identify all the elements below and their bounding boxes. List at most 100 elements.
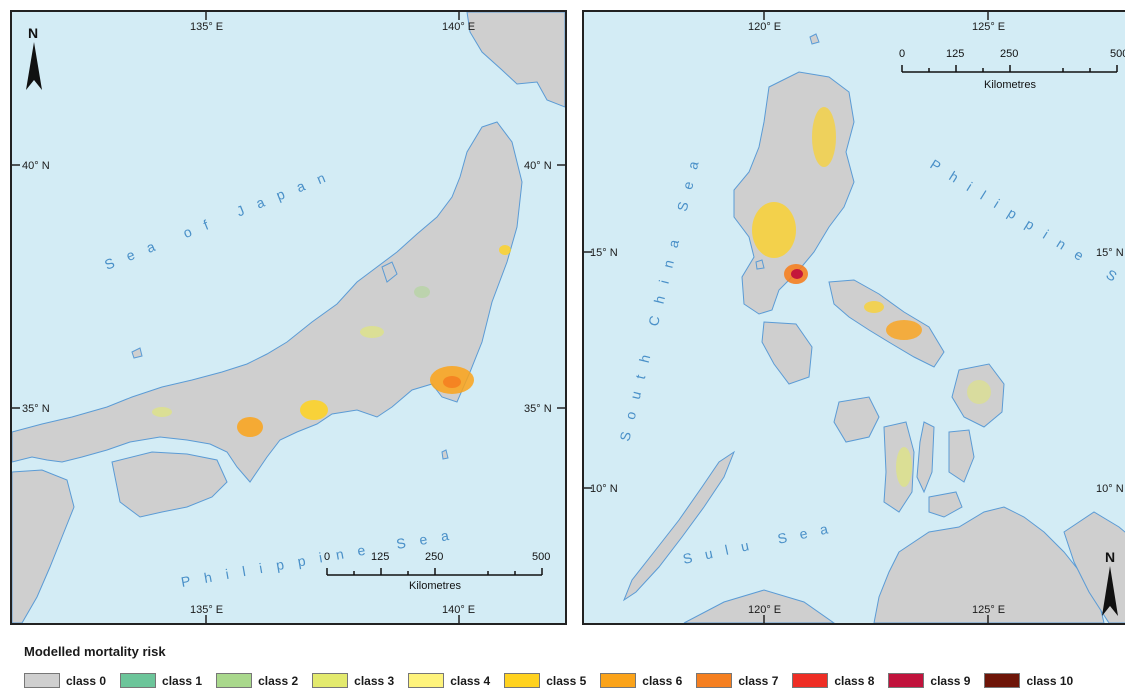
panay-land (833, 396, 880, 443)
hotspot-north-luzon (812, 107, 836, 167)
phil-north-arrow: N (1102, 549, 1118, 616)
hotspot-tokyo-core (443, 376, 461, 388)
phil-lat-label-right-2: 10° N (1096, 483, 1124, 495)
phil-scale-tick-125: 125 (946, 48, 964, 60)
legend-item-class-9: class 9 (888, 673, 970, 688)
phil-scale-tick-500: 500 (1110, 48, 1125, 60)
mindanao-land (873, 506, 1105, 623)
japan-lon-label-bottom-1: 135° E (190, 604, 223, 616)
philippines-graticule-ticks (584, 12, 989, 623)
legend-item-class-0: class 0 (24, 673, 106, 688)
small-island-1 (755, 259, 765, 270)
legend-item-class-10: class 10 (984, 673, 1073, 688)
legend-swatch (312, 673, 349, 688)
batanes-island (809, 33, 820, 45)
hokkaido-land (466, 12, 565, 108)
phil-scale-tick-0: 0 (899, 48, 905, 60)
cebu-land (916, 421, 935, 494)
legend-label: class 8 (834, 673, 875, 688)
hotspot-nagoya (300, 400, 328, 420)
hotspot-osaka (237, 417, 263, 437)
map-panel-japan: 135° E 140° E 135° E 140° E 40° N 40° N … (10, 10, 567, 625)
map-panel-philippines: 120° E 125° E 120° E 125° E 15° N 15° N … (582, 10, 1125, 625)
hotspot-samar (967, 380, 991, 404)
philippines-risk-hotspots (752, 107, 991, 487)
legend-swatch (504, 673, 541, 688)
hotspot-bicol (886, 320, 922, 340)
japan-lon-label-bottom-2: 140° E (442, 604, 475, 616)
legend-label: class 3 (354, 673, 395, 688)
japan-landmass (12, 12, 565, 623)
phil-lon-label-bottom-1: 120° E (748, 604, 781, 616)
phil-scale-bar: 0 125 250 500 Kilometres (899, 48, 1125, 91)
legend-item-class-5: class 5 (504, 673, 586, 688)
legend-item-class-7: class 7 (696, 673, 778, 688)
izu-island (441, 449, 449, 460)
legend-label: class 5 (546, 673, 587, 688)
north-arrow-icon (26, 42, 42, 90)
shikoku-land (111, 451, 228, 518)
sea-label-philippine-sea-right: Philippine Sea (927, 156, 1125, 313)
scale-tick-250: 250 (425, 551, 443, 563)
hotspot-misc-1 (360, 326, 384, 338)
legend-label: class 0 (66, 673, 107, 688)
japan-lat-label-left-1: 40° N (22, 160, 50, 172)
legend-item-class-2: class 2 (216, 673, 298, 688)
phil-lon-label-top-1: 120° E (748, 21, 781, 33)
legend-swatch (600, 673, 637, 688)
phil-lon-label-bottom-2: 125° E (972, 604, 1005, 616)
palawan-land (622, 450, 736, 602)
japan-scale-bar: 0 125 250 500 Kilometres (324, 551, 550, 592)
phil-lat-label-right-1: 15° N (1096, 247, 1124, 259)
phil-lon-label-top-2: 125° E (972, 21, 1005, 33)
hotspot-sendai (499, 245, 511, 255)
scale-tick-500: 500 (532, 551, 550, 563)
legend-swatch (24, 673, 60, 688)
japan-risk-hotspots (152, 245, 511, 437)
phil-north-letter: N (1105, 549, 1115, 565)
legend-label: class 7 (738, 673, 779, 688)
sado-island (381, 261, 398, 283)
phil-lat-label-left-1: 15° N (590, 247, 618, 259)
legend-item-class-8: class 8 (792, 673, 874, 688)
bicol-land (828, 279, 945, 368)
hotspot-central-luzon (752, 202, 796, 258)
phil-scale-unit: Kilometres (984, 79, 1036, 91)
north-arrow-icon (1102, 566, 1118, 616)
legend-label: class 6 (642, 673, 683, 688)
legend-swatch (984, 673, 1021, 688)
legend-item-class-6: class 6 (600, 673, 682, 688)
legend-swatch (888, 673, 925, 688)
legend-item-class-4: class 4 (408, 673, 490, 688)
japan-lat-label-right-1: 40° N (524, 160, 552, 172)
legend-item-class-1: class 1 (120, 673, 202, 688)
honshu-land (12, 121, 523, 483)
japan-north-arrow: N (26, 25, 42, 90)
hotspot-misc-3 (414, 286, 430, 298)
legend-label: class 4 (450, 673, 491, 688)
legend-swatch (792, 673, 829, 688)
japan-north-letter: N (28, 25, 38, 41)
hotspot-bicol-2 (864, 301, 884, 313)
scale-tick-125: 125 (371, 551, 389, 563)
bohol-land (928, 491, 963, 518)
phil-scale-tick-250: 250 (1000, 48, 1018, 60)
legend-swatch (696, 673, 733, 688)
legend-swatch (120, 673, 157, 688)
sea-label-sea-of-japan: Sea of Japan (102, 164, 340, 273)
hotspot-manila-core (791, 269, 803, 279)
hotspot-misc-2 (152, 407, 172, 417)
legend-label: class 10 (1026, 673, 1074, 688)
scale-tick-0: 0 (324, 551, 330, 563)
legend-title: Modelled mortality risk (24, 644, 166, 659)
philippines-landmass (622, 33, 1125, 623)
legend-label: class 2 (258, 673, 299, 688)
hotspot-visayas (896, 447, 912, 487)
legend-swatch (408, 673, 445, 688)
phil-lat-label-left-2: 10° N (590, 483, 618, 495)
japan-graticule-ticks (12, 12, 565, 623)
legend-swatch (216, 673, 253, 688)
oki-island (131, 347, 143, 359)
sea-label-south-china-sea: South China Sea (616, 147, 704, 443)
legend-label: class 1 (162, 673, 203, 688)
